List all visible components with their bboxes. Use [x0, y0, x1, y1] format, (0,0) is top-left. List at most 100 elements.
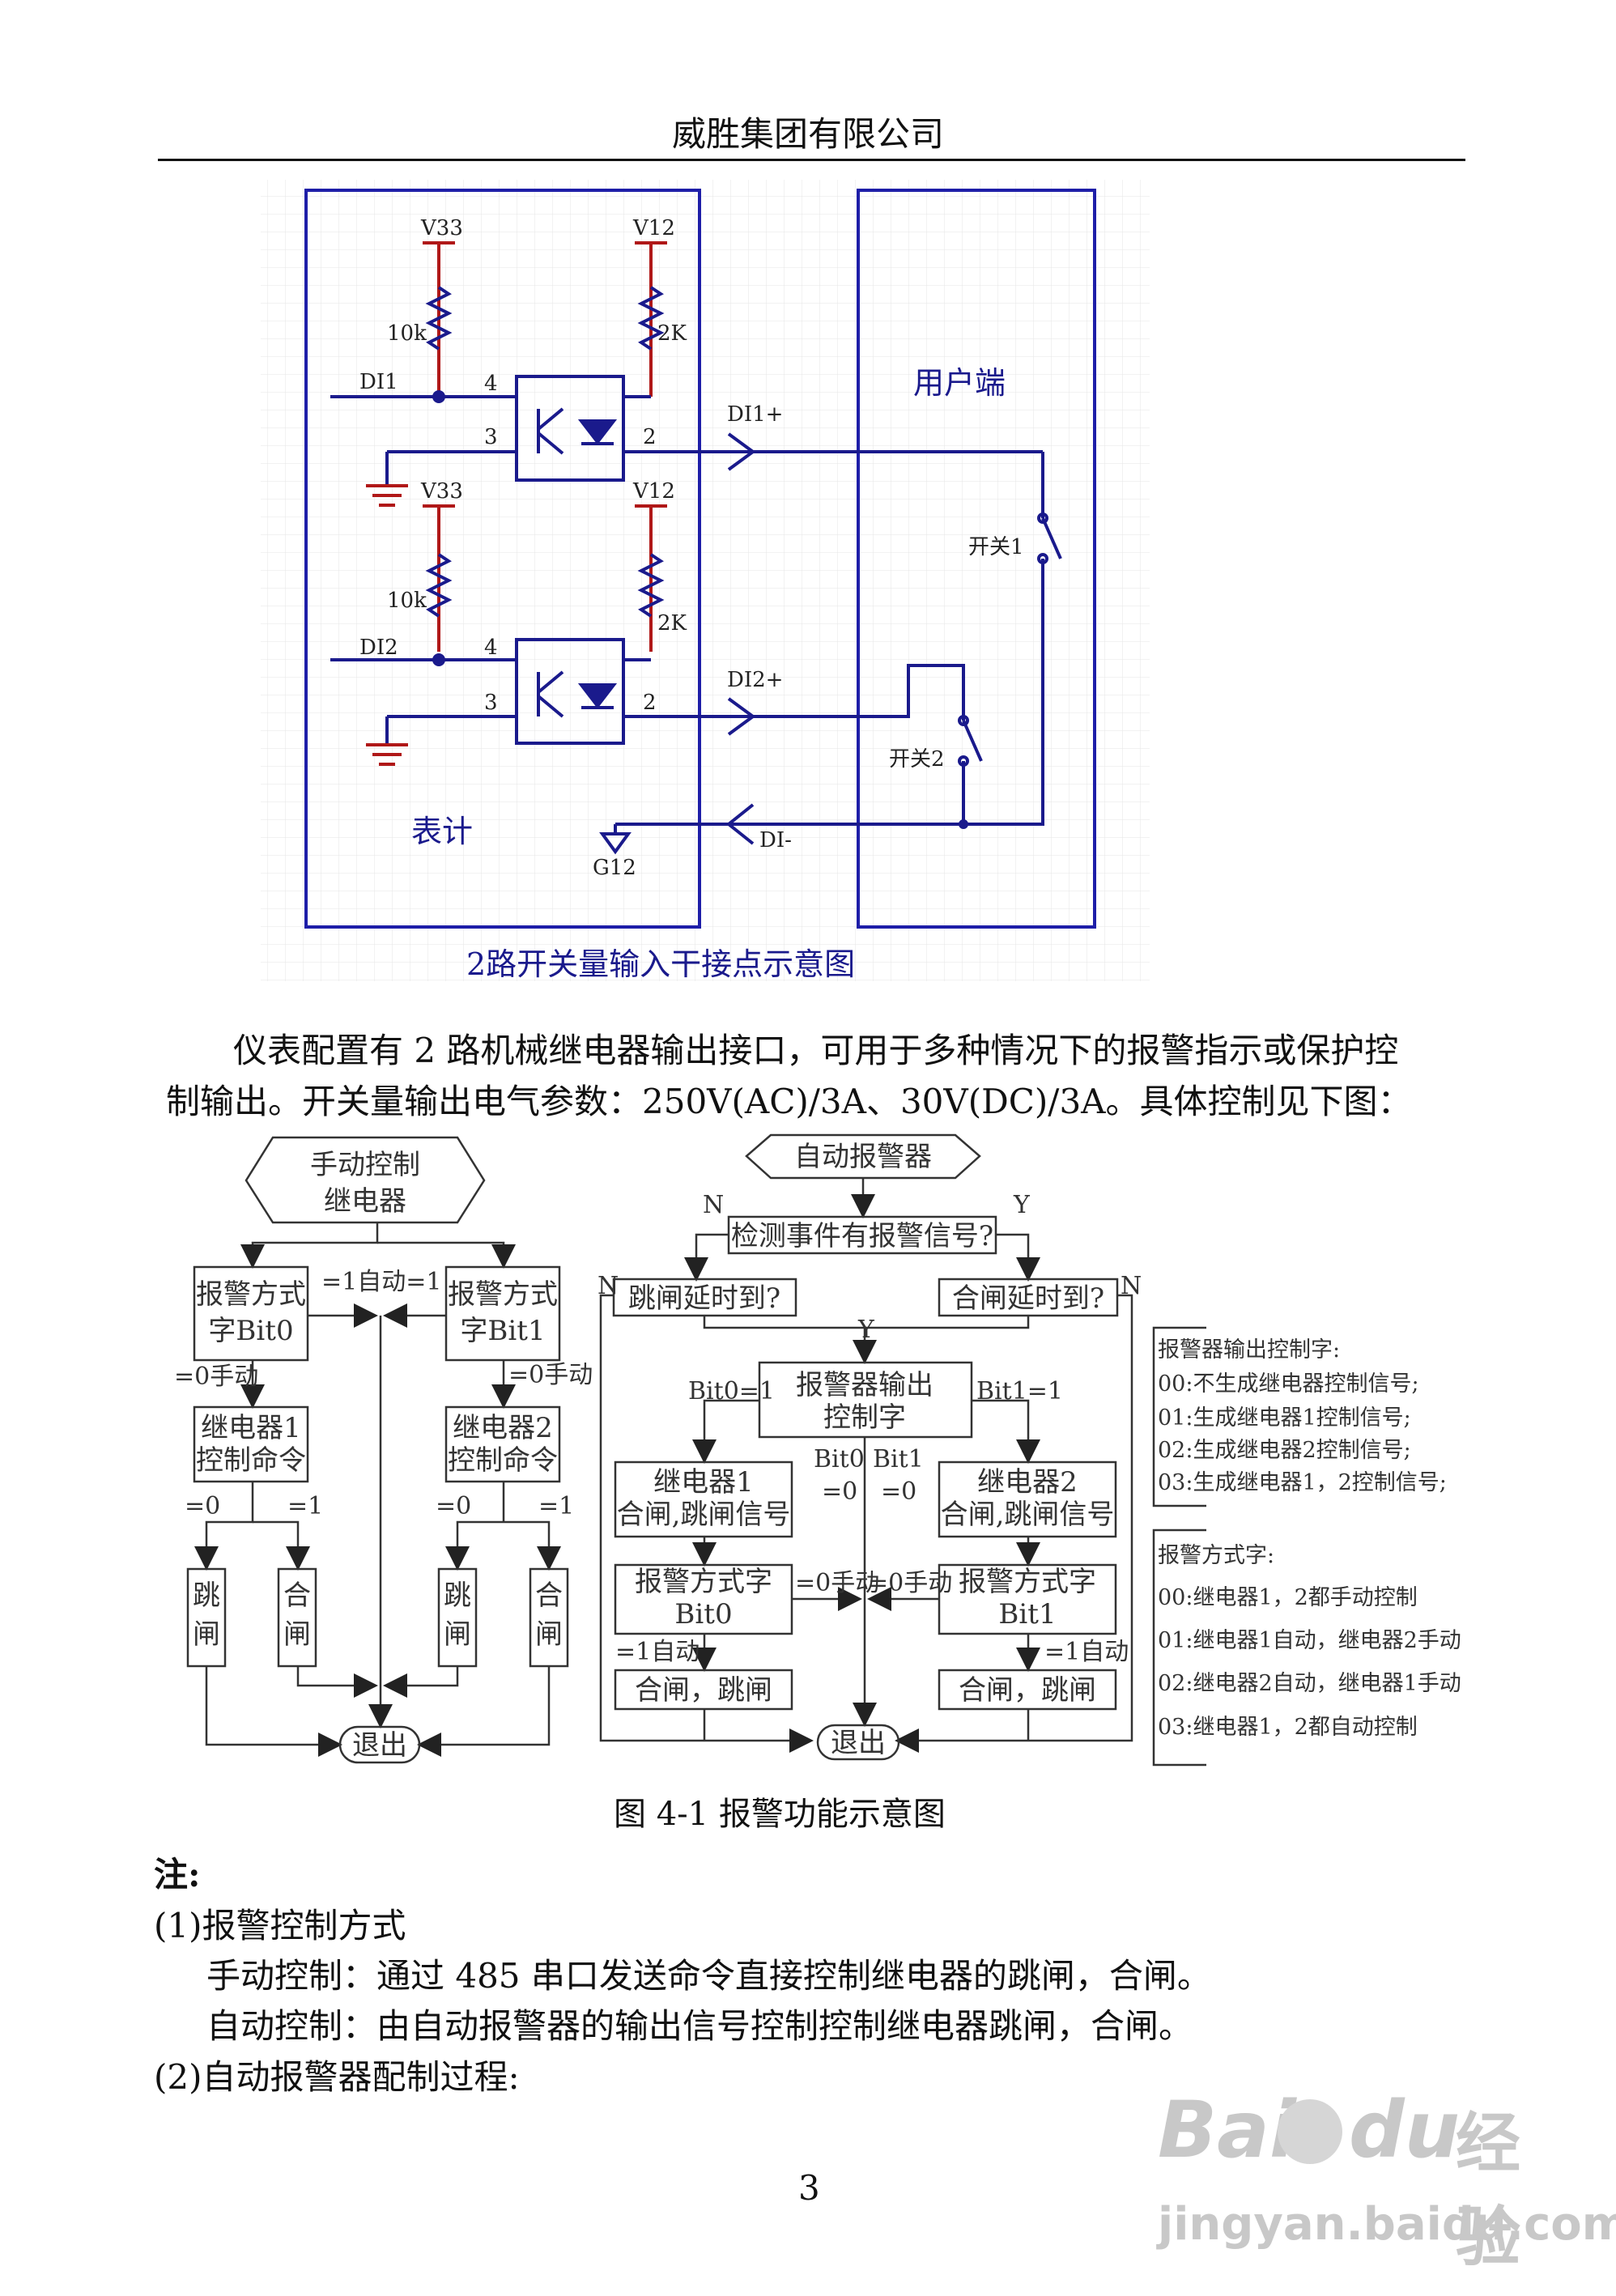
di1-label: DI1 — [359, 370, 398, 394]
legend1-bracket — [1152, 1326, 1206, 1507]
pin2-label-1: 2 — [643, 425, 657, 449]
meter-label: 表计 — [411, 814, 473, 849]
auto-start-hexagon — [745, 1133, 981, 1180]
g12-label: G12 — [593, 856, 636, 880]
ground-2 — [366, 743, 408, 766]
right-mode0-line2: Bit0 — [674, 1598, 732, 1631]
left-eq1-a: =1 — [287, 1492, 323, 1520]
left-trip-char2-b: 闸 — [444, 1618, 471, 1651]
watermark-url: jingyan.baidu.com — [1158, 2198, 1616, 2251]
right-auto-label-1: =1自动 — [615, 1638, 700, 1666]
ground-1 — [366, 484, 408, 507]
intro-paragraph-line2: 制输出。开关量输出电气参数：250V(AC)/3A、30V(DC)/3A。具体控… — [166, 1082, 1412, 1121]
left-auto-label: =1自动=1 — [321, 1268, 441, 1296]
left-close-char1-b: 合 — [535, 1580, 563, 1612]
bit1-eq0-label: =0 — [881, 1478, 916, 1506]
left-exit-label: 退出 — [352, 1729, 407, 1762]
g12-arrow — [599, 824, 632, 855]
di-minus-connector — [725, 803, 755, 845]
notes-item1: (1)报警控制方式 — [154, 1906, 406, 1945]
legend1-item-2: 02:生成继电器2控制信号; — [1158, 1438, 1411, 1463]
meter-frame — [304, 189, 701, 929]
right-manual-label-2: =0手动 — [868, 1569, 952, 1597]
r10k-label-1: 10k — [387, 321, 427, 346]
page-header: 威胜集团有限公司 — [671, 114, 944, 154]
pin3-label-2: 3 — [484, 691, 498, 715]
left-close-char1-a: 合 — [283, 1580, 311, 1612]
manual-start-line1: 手动控制 — [310, 1149, 420, 1181]
legend1-item-3: 03:生成继电器1，2控制信号; — [1158, 1470, 1447, 1495]
switch-1 — [1037, 512, 1062, 564]
ctrl-word-line1: 报警器输出 — [796, 1369, 933, 1401]
manual-start-hexagon — [245, 1136, 486, 1224]
detect-alarm-label: 检测事件有报警信号? — [731, 1220, 993, 1252]
left-trip-char1-b: 跳 — [444, 1580, 471, 1612]
detect-n-label: N — [703, 1191, 724, 1219]
legend1-title: 报警器输出控制字: — [1158, 1337, 1340, 1363]
page-number: 3 — [798, 2168, 820, 2208]
notes-item2: (2)自动报警器配制过程: — [154, 2057, 520, 2097]
intro-paragraph-line1: 仪表配置有 2 路机械继电器输出接口，可用于多种情况下的报警指示或保护控 — [233, 1031, 1399, 1070]
user-frame — [857, 189, 1096, 929]
legend2-bracket — [1152, 1529, 1206, 1767]
baidu-brand-text-2: du — [1349, 2085, 1461, 2175]
trip-delay-n-label: N — [597, 1272, 619, 1300]
paw-icon — [1278, 2099, 1342, 2164]
pin4-label-1: 4 — [484, 372, 498, 396]
figure-caption: 图 4-1 报警功能示意图 — [614, 1796, 946, 1833]
left-mode-bit0-box — [193, 1265, 309, 1362]
left-manual0-label: =0手动 — [174, 1363, 258, 1391]
left-close-char2-a: 闸 — [283, 1618, 311, 1651]
v33-label-2: V33 — [420, 479, 463, 504]
r10k-label-2: 10k — [387, 589, 427, 613]
pin3-label-1: 3 — [484, 425, 498, 449]
left-mode1-line1: 报警方式 — [448, 1278, 558, 1311]
di2-label: DI2 — [359, 636, 398, 660]
left-manual1-label: =0手动 — [508, 1361, 593, 1389]
r2k-label-2: 2K — [657, 611, 687, 636]
left-relay1-line1: 继电器1 — [201, 1412, 301, 1444]
left-relay2-line2: 控制命令 — [448, 1444, 558, 1477]
diagram-grid-background — [261, 180, 1150, 981]
right-mode1-line2: Bit1 — [998, 1598, 1056, 1631]
right-mode1-line1: 报警方式字 — [959, 1566, 1096, 1598]
notes-auto: 自动控制：由自动报警器的输出信号控制控制继电器跳闸，合闸。 — [206, 2006, 1193, 2046]
left-mode0-line2: 字Bit0 — [208, 1315, 293, 1347]
v33-label-1: V33 — [420, 216, 463, 240]
right-relay1-line2: 合闸,跳闸信号 — [617, 1499, 791, 1531]
header-rule — [158, 159, 1465, 161]
left-close-char2-b: 闸 — [535, 1618, 563, 1651]
ctrl-word-line2: 控制字 — [823, 1401, 906, 1434]
left-eq1-b: =1 — [538, 1492, 574, 1520]
left-eq0-a: =0 — [185, 1492, 220, 1520]
auto-start-label: 自动报警器 — [794, 1141, 932, 1173]
close-delay-label: 合闸延时到? — [952, 1282, 1104, 1315]
legend2-title: 报警方式字: — [1158, 1543, 1274, 1568]
close-delay-n-label: N — [1121, 1272, 1142, 1300]
legend2-item-2: 02:继电器2自动，继电器1手动 — [1158, 1671, 1461, 1696]
right-exit-box — [816, 1724, 900, 1761]
notes-manual: 手动控制：通过 485 串口发送命令直接控制继电器的跳闸，合闸。 — [206, 1956, 1211, 1996]
right-manual-label-1: =0手动 — [795, 1569, 879, 1597]
baidu-watermark: Bai du 经验 jingyan.baidu.com — [1158, 2085, 1616, 2275]
right-close-trip-1: 合闸，跳闸 — [635, 1674, 772, 1707]
left-mode0-line1: 报警方式 — [196, 1278, 306, 1311]
legend2-item-1: 01:继电器1自动，继电器2手动 — [1158, 1628, 1461, 1653]
left-relay1-line2: 控制命令 — [196, 1444, 306, 1477]
delay-y-label: Y — [857, 1316, 875, 1344]
left-mode1-line2: 字Bit1 — [460, 1315, 545, 1347]
left-trip-char1-a: 跳 — [193, 1580, 220, 1612]
right-mode0-line1: 报警方式字 — [635, 1566, 772, 1598]
switch1-label: 开关1 — [968, 535, 1024, 559]
v12-label-2: V12 — [632, 479, 675, 504]
left-eq0-b: =0 — [436, 1492, 471, 1520]
alarm-flowchart: 手动控制 继电器 报警方式 字Bit0 报警方式 字Bit1 继电器1 控制命令… — [174, 1133, 1461, 1767]
left-exit-box — [338, 1725, 421, 1764]
legend1-item-0: 00:不生成继电器控制信号; — [1158, 1371, 1419, 1397]
right-close-trip-2: 合闸，跳闸 — [959, 1674, 1096, 1707]
channel-2 — [330, 504, 753, 745]
di-minus-label: DI- — [759, 828, 792, 852]
right-auto-label-2: =1自动 — [1044, 1638, 1129, 1666]
pin4-label-2: 4 — [484, 636, 498, 660]
legend1-item-1: 01:生成继电器1控制信号; — [1158, 1405, 1411, 1431]
